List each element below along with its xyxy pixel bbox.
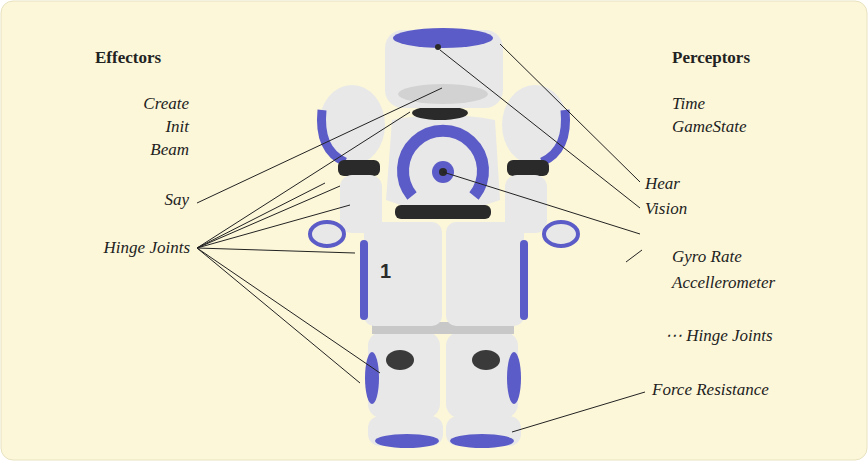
right-thigh-stripe [520,240,528,320]
part-label: Beam [150,139,189,161]
leader-line [440,50,640,208]
camera [435,44,441,50]
leader-line [626,250,642,262]
left-knee [365,352,379,404]
right-toe [450,434,514,448]
right-knee-dark [472,350,500,370]
right-shoulder-trim [542,110,566,162]
right-elbow [507,160,549,176]
right-forearm [505,175,547,233]
left-hand [310,222,344,246]
left-forearm [340,175,382,233]
part-label: GameState [672,116,747,138]
left-elbow [338,160,380,176]
leader-line [197,248,355,253]
right-hand [544,222,578,246]
left-thigh-stripe [360,240,368,320]
left-knee-dark [386,350,414,370]
part-label: Vision [645,198,687,220]
left-toe [375,434,439,448]
part-label: Create [143,93,189,115]
part-label: Say [164,189,189,211]
part-label: Time [672,93,705,115]
part-label: Force Resistance [652,379,769,401]
leader-line [197,205,350,248]
leader-line [512,392,645,432]
leader-line [197,112,410,248]
leader-line [197,248,360,383]
leader-line [197,186,340,248]
part-label: Init [165,116,189,138]
part-label: ⋯ Hinge Joints [665,325,773,347]
head-cap [393,28,493,48]
leader-line [443,172,640,234]
left-thigh [364,222,442,326]
torso [386,115,500,211]
waist [395,205,491,219]
group-heading: Effectors [95,47,161,69]
part-label: Hear [645,173,680,195]
head-shade [398,84,488,104]
left-shoulder-trim [321,110,345,162]
part-label: Accellerometer [672,272,775,294]
nao-robot [310,28,578,448]
leader-lines [197,44,645,432]
neck [412,106,468,120]
leader-line [500,44,640,182]
part-label: Gyro Rate [672,246,742,268]
right-thigh [446,222,524,326]
group-heading: Perceptors [672,47,750,69]
part-label: Hinge Joints [104,237,190,259]
chest-ring [403,131,483,196]
leader-line [197,183,325,248]
leader-line [197,248,380,373]
jersey-number: 1 [380,260,391,282]
left-shoulder [319,85,385,165]
right-knee [507,352,521,404]
